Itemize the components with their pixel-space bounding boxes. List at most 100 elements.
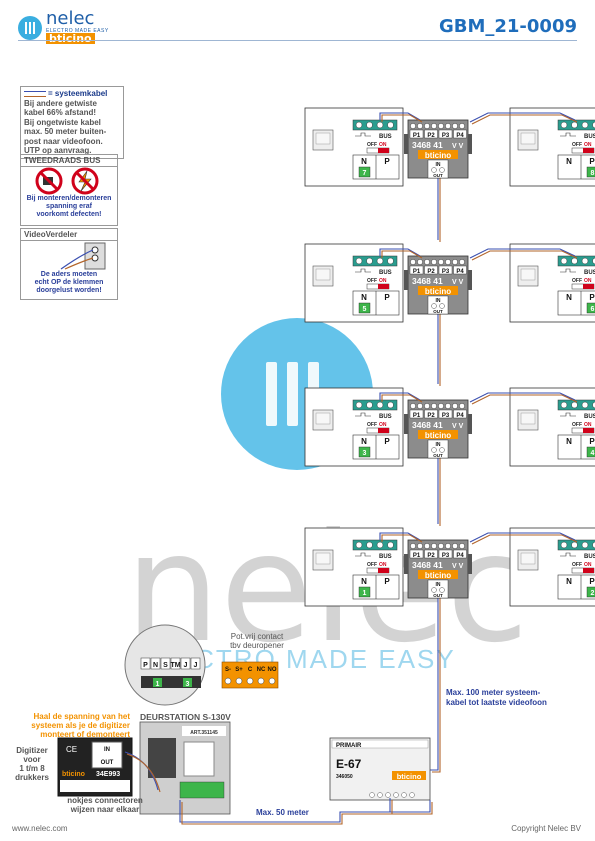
connector-note: nokjes connectoren wijzen naar elkaar [67,796,143,814]
distributor-screw [459,543,465,549]
power-supply-primary: PRIMAIR [336,743,362,749]
in-screw [439,167,445,173]
bus-symbol [355,552,371,557]
contact-screw [246,677,254,685]
n-label: N [361,577,367,586]
bus-symbol [560,552,576,557]
door-station-title: DEURSTATION S-130V [140,712,231,722]
address-badge [358,586,371,598]
port-label-P1: P1 [413,553,421,559]
power-supply-brand: bticino [397,772,422,781]
on-label: ON [379,278,387,284]
bus-label: BUS [584,270,595,276]
bus-symbol [355,268,371,273]
contact-terminal-label: NO [268,667,277,673]
distributor-brand-bar [418,430,458,439]
port-box [453,409,467,419]
distributor-screw [452,123,458,129]
on-label: ON [584,562,592,568]
contact-terminal-label: S+ [235,667,243,673]
monitor-display [315,132,331,145]
footer-website: www.nelec.com [12,824,68,833]
distributor-screw [438,403,444,409]
port-box [438,409,453,419]
distributor-screw [424,403,430,409]
distributor-screw [459,259,465,265]
digitizer-io [91,741,123,769]
port-box [424,549,438,559]
distributor-screw [417,543,423,549]
digitizer-brand: bticino [62,771,85,778]
distributor-brand: bticino [425,431,451,440]
address-value: 7 [363,170,367,177]
bus-symbol [560,132,576,137]
bus-terminal-block [352,119,398,131]
address-badge [586,302,595,314]
distributor-brand: bticino [425,571,451,580]
port-box [409,129,424,139]
terminal-screw [581,401,589,409]
port-label-P4: P4 [456,553,464,559]
distributor-screw [445,543,451,549]
address-badge [586,166,595,178]
address-value: 2 [591,590,595,597]
monitor-display [520,412,536,425]
zoom-terminal-label: P [143,662,148,669]
bus-symbol [355,132,371,137]
out-label: OUT [433,593,443,598]
contact-screw [268,677,276,685]
on-label: ON [584,278,592,284]
distributor-tab-right [468,134,472,154]
distributor-screw [410,259,416,265]
legend-line: max. 50 meter buiten- [24,127,107,136]
n-label: N [361,293,367,302]
distributor-screw [410,403,416,409]
terminal-screw [376,257,384,265]
off-label: OFF [572,278,582,284]
footer-copyright: Copyright Nelec BV [511,824,581,833]
distributor-screw [459,403,465,409]
distributor-vv: V V [452,279,464,286]
power-supply-part: 346050 [336,774,353,780]
port-label-P1: P1 [413,269,421,275]
terminal-screw [387,121,394,129]
distributor-vv: V V [452,423,464,430]
port-label-P2: P2 [427,413,435,419]
power-supply-model: E-67 [336,757,362,771]
port-box [438,549,453,559]
terminal-screw [387,401,394,409]
brand-logo [18,14,138,50]
terminal-screw [355,541,363,549]
off-label: OFF [572,562,582,568]
in-label: IN [436,442,441,448]
on-label: ON [379,422,387,428]
power-supply: PRIMAIR E-67 346050 bticino [329,737,431,801]
switch-slider [378,568,389,573]
terminal-screw [355,121,363,129]
port-label-P2: P2 [427,269,435,275]
switch-slider [583,568,594,573]
port-label-P4: P4 [456,269,464,275]
bus-panel-title: TWEEDRAADS BUS [21,155,117,167]
bus-symbol [355,412,371,417]
terminal-screw [571,401,578,409]
power-supply-screw [393,792,399,798]
monitor-display [520,268,536,281]
p-label: P [589,437,595,446]
port-box [409,549,424,559]
distributor-model: 3468 41 [412,140,443,150]
p-label: P [384,577,390,586]
terminal-screw [366,257,373,265]
bus-panel-note: Bij monteren/demonteren spanning eraf vo… [26,195,112,218]
brand-tagline: ELECTRO MADE EASY [46,28,109,34]
distributor-screw [417,123,423,129]
in-screw [439,303,445,309]
port-label-P3: P3 [442,133,450,139]
